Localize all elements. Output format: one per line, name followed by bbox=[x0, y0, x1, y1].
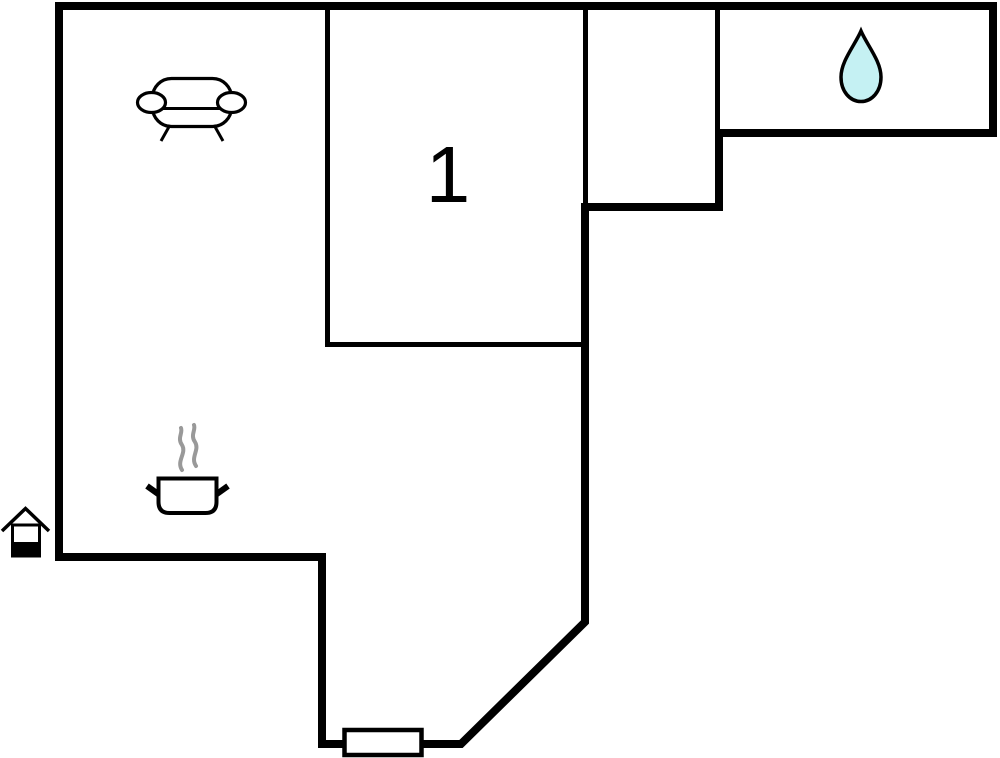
house-body-dark-base bbox=[11, 542, 41, 557]
steam-line-left bbox=[178, 426, 186, 472]
interior-wall-room1 bbox=[325, 6, 588, 347]
outer-wall-outline bbox=[55, 2, 997, 748]
steam-lines bbox=[178, 423, 199, 472]
house-roof bbox=[0, 506, 51, 533]
pot-body bbox=[156, 476, 219, 515]
sofa-armrest-left bbox=[135, 90, 168, 115]
house-icon bbox=[0, 506, 51, 558]
sofa-icon bbox=[135, 76, 248, 142]
steam-line-right bbox=[191, 423, 199, 468]
room-1-label: 1 bbox=[426, 130, 471, 219]
walls-group bbox=[55, 2, 997, 748]
sofa-armrest-right bbox=[215, 90, 248, 115]
water-drop-icon bbox=[839, 26, 883, 104]
door-marker bbox=[342, 727, 424, 758]
cooking-pot-icon bbox=[145, 423, 230, 515]
